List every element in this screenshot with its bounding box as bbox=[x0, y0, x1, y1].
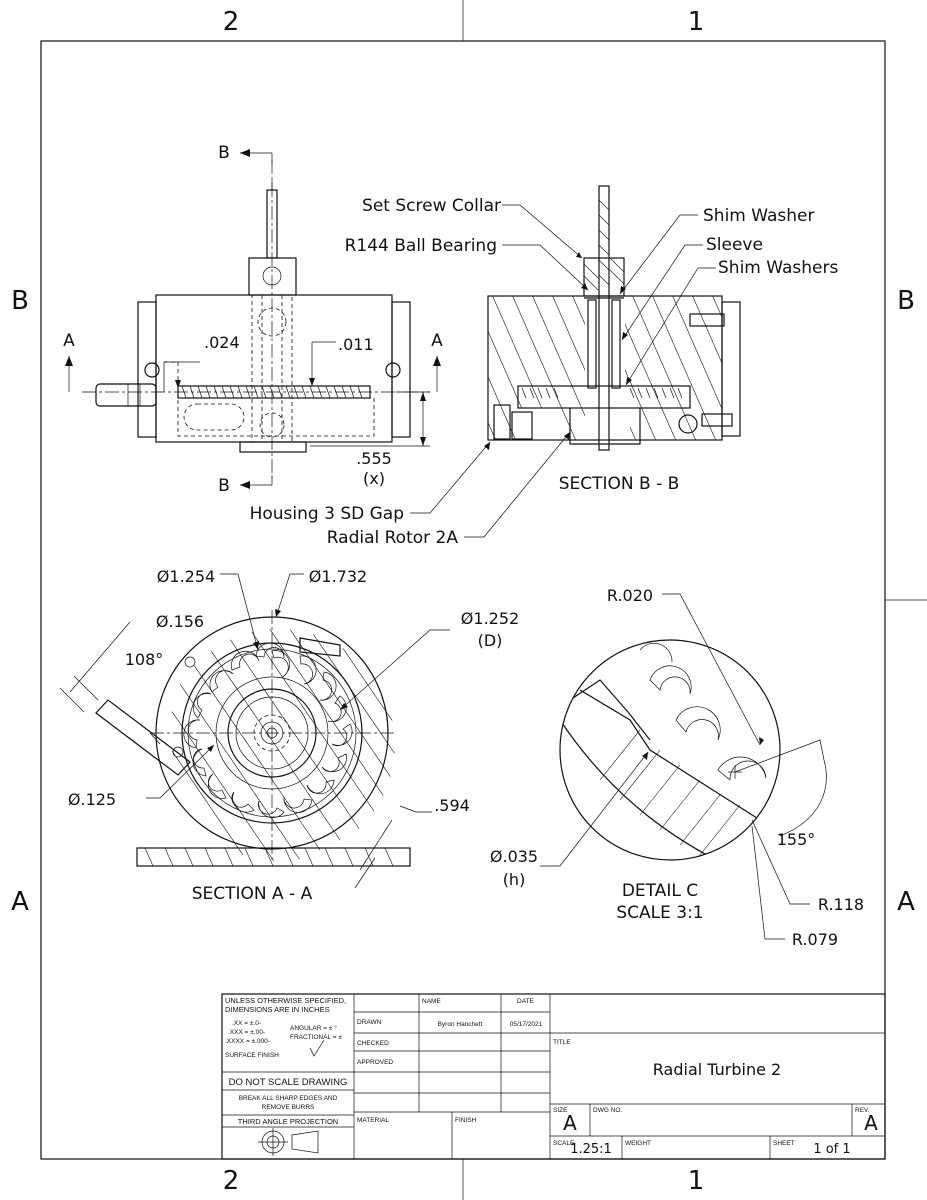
dim-angle-108: 108° bbox=[125, 650, 164, 669]
tb-rev-label: REV. bbox=[855, 1107, 870, 1114]
zone-bottom-1: 1 bbox=[688, 1166, 705, 1196]
zone-right-b: B bbox=[897, 286, 915, 316]
dim-gap-011: .011 bbox=[338, 335, 374, 354]
dim-height-555: .555 bbox=[356, 449, 392, 468]
tb-col-name: NAME bbox=[422, 998, 441, 1005]
detail-c-scale: SCALE 3:1 bbox=[616, 903, 703, 923]
tb-drawn-name: Byron Hanchett bbox=[438, 1021, 483, 1028]
front-view bbox=[65, 149, 441, 489]
dim-d156: Ø.156 bbox=[156, 612, 204, 631]
zone-bottom-2: 2 bbox=[223, 1166, 240, 1196]
tb-row-approved: APPROVED bbox=[357, 1059, 393, 1066]
tb-sheet: 1 of 1 bbox=[813, 1142, 850, 1157]
detail-c-view bbox=[540, 593, 827, 940]
zone-left-b: B bbox=[11, 286, 29, 316]
callout-housing: Housing 3 SD Gap bbox=[250, 504, 404, 524]
tb-dwg-no-label: DWG NO. bbox=[593, 1107, 622, 1114]
tb-sheet-label: SHEET bbox=[773, 1140, 795, 1147]
tb-material-label: MATERIAL bbox=[357, 1117, 389, 1124]
dim-angle-155: 155° bbox=[777, 830, 816, 849]
callout-shim-washers: Shim Washers bbox=[718, 258, 838, 278]
dim-d125: Ø.125 bbox=[68, 790, 116, 809]
callout-radial-rotor: Radial Rotor 2A bbox=[327, 528, 459, 548]
tb-break-edges-2: REMOVE BURRS bbox=[262, 1104, 315, 1111]
callout-ball-bearing: R144 Ball Bearing bbox=[345, 236, 497, 256]
section-bb-view bbox=[410, 185, 741, 538]
tb-do-not-scale: DO NOT SCALE DRAWING bbox=[229, 1077, 348, 1088]
detail-c-title: DETAIL C bbox=[622, 881, 698, 901]
section-mark-b-top: B bbox=[218, 143, 230, 163]
section-mark-a-left: A bbox=[63, 331, 75, 351]
section-aa-view bbox=[59, 573, 450, 889]
tb-row-checked: CHECKED bbox=[357, 1040, 389, 1047]
zone-top-2: 2 bbox=[223, 7, 240, 37]
tb-col-date: DATE bbox=[517, 998, 535, 1005]
tb-scale-label: SCALE bbox=[553, 1140, 575, 1147]
dim-d035: Ø.035 bbox=[490, 847, 538, 866]
tb-size-label: SIZE bbox=[553, 1107, 568, 1114]
callout-sleeve: Sleeve bbox=[706, 235, 763, 255]
section-aa-title: SECTION A - A bbox=[192, 884, 313, 904]
rotor-blades bbox=[183, 642, 353, 818]
tb-size: A bbox=[563, 1111, 577, 1135]
title-block bbox=[221, 993, 886, 1160]
tb-scale: 1.25:1 bbox=[570, 1142, 612, 1157]
zone-right-a: A bbox=[897, 887, 915, 917]
dim-d1252-note: (D) bbox=[478, 631, 503, 650]
callout-set-screw-collar: Set Screw Collar bbox=[362, 196, 501, 216]
tb-finish-label: FINISH bbox=[455, 1117, 477, 1124]
section-mark-b-bottom: B bbox=[218, 476, 230, 496]
tb-spec-line1: UNLESS OTHERWISE SPECIFIED, bbox=[225, 996, 346, 1005]
tb-tol-xx: .XX = ±.0- bbox=[232, 1020, 261, 1027]
tb-drawn-date: 05/17/2021 bbox=[510, 1021, 543, 1028]
tb-surface-finish: SURFACE FINISH bbox=[225, 1052, 279, 1059]
dim-r118: R.118 bbox=[818, 895, 864, 914]
tb-tol-xxx: .XXX = ±.00- bbox=[228, 1029, 265, 1036]
dim-d1252: Ø1.252 bbox=[461, 609, 519, 628]
tb-rev: A bbox=[864, 1111, 878, 1135]
tb-title: Radial Turbine 2 bbox=[653, 1060, 781, 1079]
dim-r020: R.020 bbox=[607, 586, 653, 605]
tb-tol-fractional: FRACTIONAL = ± bbox=[290, 1034, 342, 1041]
tb-spec-line2: DIMENSIONS ARE IN INCHES bbox=[225, 1005, 330, 1014]
dim-gap-024: .024 bbox=[204, 333, 240, 352]
zone-left-a: A bbox=[11, 887, 29, 917]
sheet-border bbox=[40, 0, 927, 1200]
section-mark-a-right: A bbox=[431, 331, 443, 351]
dim-d1732: Ø1.732 bbox=[309, 567, 367, 586]
tb-tol-xxxx: .XXXX = ±.000- bbox=[225, 1038, 270, 1045]
tb-row-drawn: DRAWN bbox=[357, 1019, 382, 1026]
dim-594: .594 bbox=[434, 796, 470, 815]
section-bb-title: SECTION B - B bbox=[559, 474, 680, 494]
dim-d035-note: (h) bbox=[503, 870, 526, 889]
tb-weight-label: WEIGHT bbox=[625, 1140, 651, 1147]
dim-d1254: Ø1.254 bbox=[157, 567, 215, 586]
zone-top-1: 1 bbox=[688, 7, 705, 37]
tb-tol-angular: ANGULAR = ± ° bbox=[290, 1024, 337, 1032]
dim-r079: R.079 bbox=[792, 930, 838, 949]
tb-title-label: TITLE bbox=[553, 1039, 571, 1046]
callout-shim-washer: Shim Washer bbox=[703, 206, 814, 226]
tb-break-edges-1: BREAK ALL SHARP EDGES AND bbox=[239, 1095, 338, 1102]
tb-projection: THIRD ANGLE PROJECTION bbox=[238, 1117, 338, 1126]
dim-height-note: (x) bbox=[363, 469, 385, 488]
